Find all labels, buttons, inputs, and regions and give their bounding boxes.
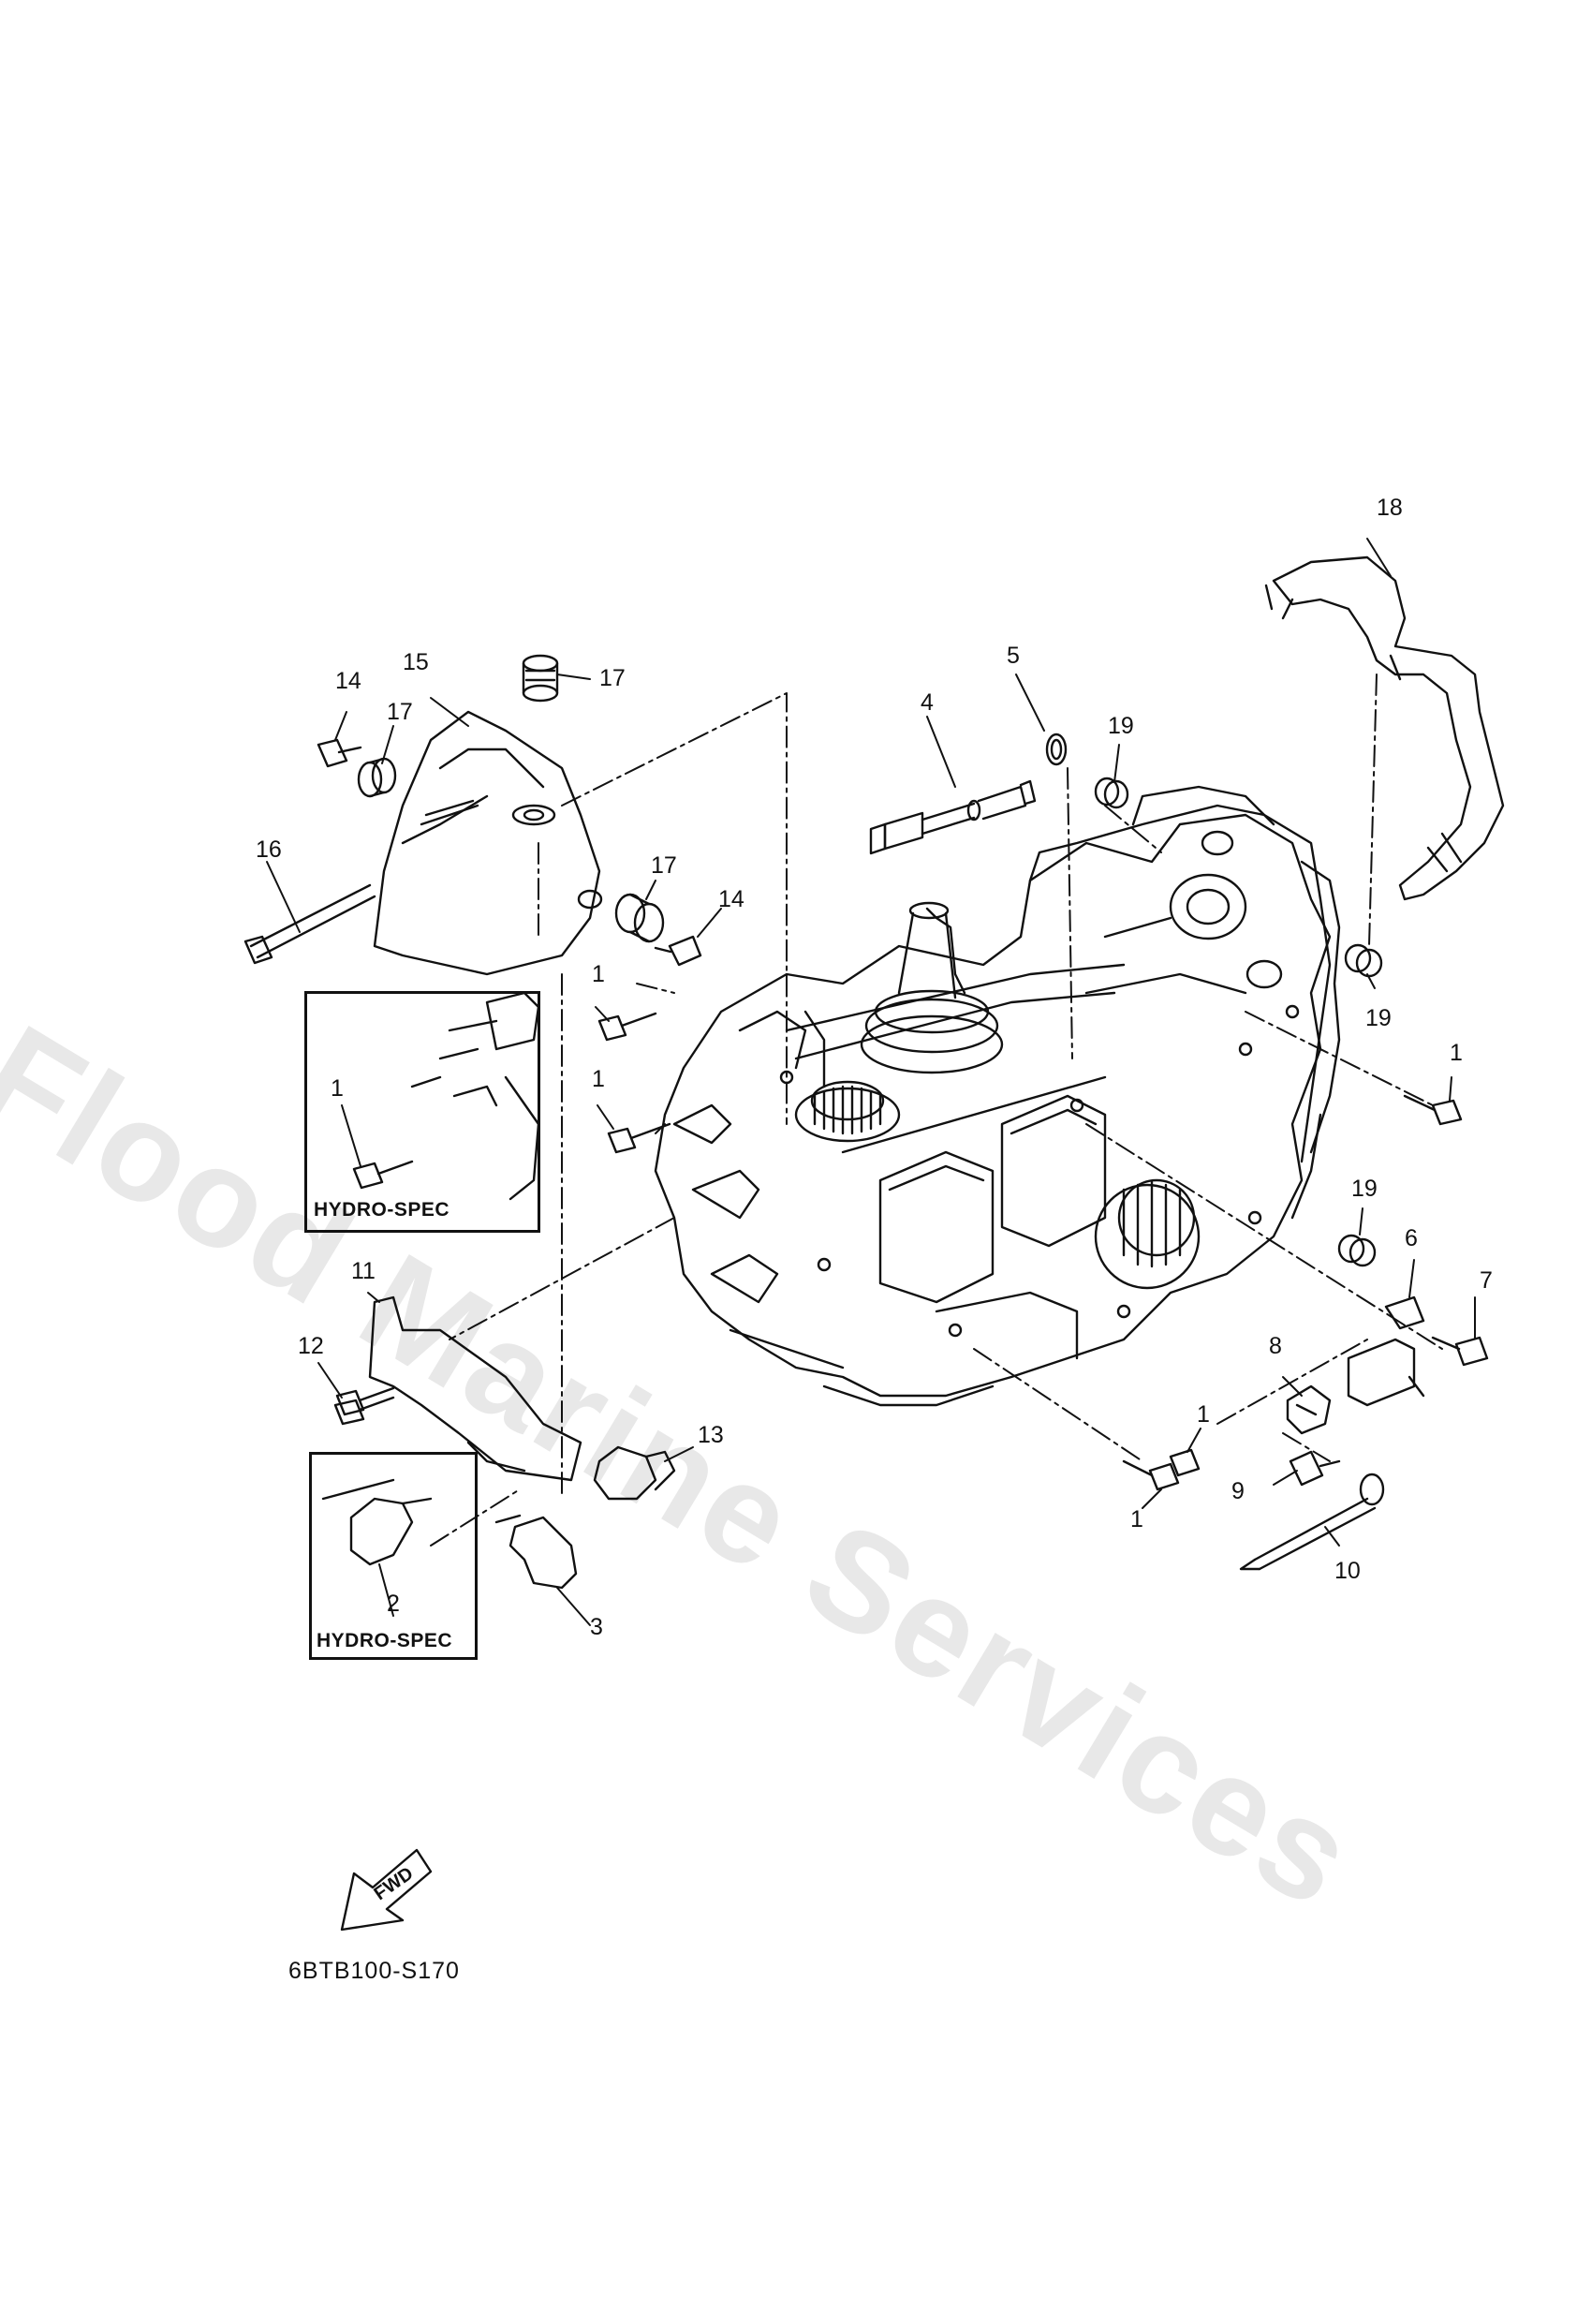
callout-14: 14 bbox=[335, 668, 361, 694]
callout-12: 12 bbox=[298, 1333, 324, 1359]
inset-label-upper: HYDRO-SPEC bbox=[314, 1199, 450, 1221]
callout-6: 6 bbox=[1405, 1225, 1418, 1251]
callout-19: 19 bbox=[1365, 1005, 1392, 1031]
part-15-cover bbox=[373, 710, 603, 976]
part-19-grommet-lower bbox=[1337, 1234, 1377, 1267]
callout-1: 1 bbox=[331, 1075, 344, 1102]
part-19-grommet-right bbox=[1344, 943, 1383, 978]
callout-1: 1 bbox=[1450, 1040, 1463, 1066]
callout-2: 2 bbox=[387, 1591, 400, 1617]
callout-5: 5 bbox=[1007, 643, 1020, 669]
fwd-arrow-shape bbox=[340, 1848, 433, 1932]
part-17-grommet-right bbox=[614, 893, 665, 943]
part-19-grommet-top bbox=[1094, 777, 1129, 809]
callout-19: 19 bbox=[1351, 1176, 1378, 1202]
part-10-lead bbox=[1239, 1473, 1385, 1571]
callout-lines bbox=[266, 538, 1476, 1626]
part-11-bracket bbox=[368, 1295, 582, 1482]
callout-11: 11 bbox=[351, 1258, 376, 1284]
engine-block bbox=[654, 785, 1341, 1407]
inset-box-lower bbox=[309, 1452, 478, 1660]
part-17-grommet-top bbox=[522, 654, 559, 703]
inset-box-upper bbox=[304, 991, 540, 1233]
part-17-grommet-left bbox=[357, 757, 397, 798]
part-14-bolt-right bbox=[654, 935, 702, 967]
callout-7: 7 bbox=[1480, 1267, 1493, 1294]
callout-1: 1 bbox=[592, 961, 605, 987]
callout-17: 17 bbox=[387, 699, 413, 725]
callout-8: 8 bbox=[1269, 1333, 1282, 1359]
callout-16: 16 bbox=[256, 836, 282, 863]
callout-14: 14 bbox=[718, 886, 744, 912]
inset-label-lower: HYDRO-SPEC bbox=[317, 1630, 453, 1651]
leader-lines bbox=[430, 674, 1443, 1547]
part-6-bracket bbox=[1347, 1295, 1425, 1407]
part-1-bolts bbox=[333, 1012, 1463, 1491]
callout-1: 1 bbox=[1197, 1401, 1210, 1428]
part-9-sender bbox=[1289, 1450, 1341, 1487]
callout-1: 1 bbox=[592, 1066, 605, 1092]
callout-4: 4 bbox=[921, 689, 934, 716]
reference-code: 6BTB100-S170 bbox=[288, 1958, 460, 1984]
part-12-bolt bbox=[335, 1386, 395, 1416]
part-5-oring bbox=[1045, 733, 1068, 766]
inset-upper-drawing bbox=[410, 991, 540, 1201]
callout-15: 15 bbox=[403, 649, 429, 675]
part-8-clip bbox=[1286, 1384, 1332, 1435]
part-13-clamp bbox=[593, 1445, 676, 1501]
callout-17: 17 bbox=[599, 665, 626, 691]
part-18-bracket bbox=[1264, 555, 1505, 901]
callout-10: 10 bbox=[1334, 1558, 1361, 1584]
callout-18: 18 bbox=[1377, 495, 1403, 521]
inset-lower-drawing bbox=[321, 1478, 395, 1501]
part-7-bolt bbox=[1431, 1336, 1489, 1367]
callout-9: 9 bbox=[1231, 1478, 1245, 1504]
callout-17: 17 bbox=[651, 852, 677, 879]
part-16-cable-tie bbox=[243, 883, 376, 965]
part-4-sensor bbox=[869, 779, 1037, 855]
callout-19: 19 bbox=[1108, 713, 1134, 739]
callout-3: 3 bbox=[590, 1614, 603, 1640]
callout-13: 13 bbox=[698, 1422, 724, 1448]
part-3-clamp bbox=[494, 1514, 578, 1590]
part-2-clamp bbox=[349, 1497, 433, 1566]
callout-1: 1 bbox=[1130, 1506, 1143, 1532]
part-14-bolt-left bbox=[317, 738, 362, 768]
